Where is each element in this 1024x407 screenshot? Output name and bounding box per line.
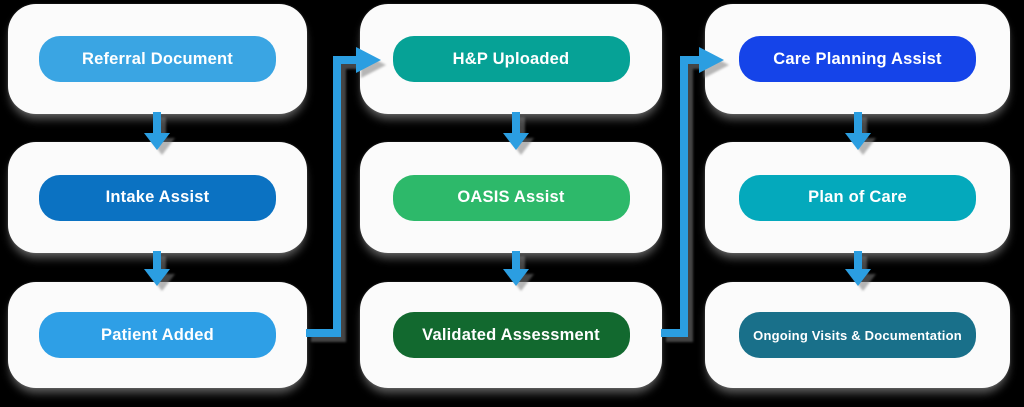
flow-node-care-planning-assist: Care Planning Assist bbox=[739, 36, 976, 82]
down-arrow-planofcare-to-ongoing bbox=[845, 251, 871, 286]
flow-node-oasis-assist: OASIS Assist bbox=[392, 174, 630, 221]
flow-node-validated-assessment: Validated Assessment bbox=[392, 312, 630, 358]
flow-card-validated-assessment: Validated Assessment bbox=[360, 282, 662, 388]
flow-card-intake-assist: Intake Assist bbox=[8, 142, 307, 253]
flow-card-hp-uploaded: H&P Uploaded bbox=[360, 4, 662, 114]
flow-node-ongoing-visits: Ongoing Visits & Documentation bbox=[739, 312, 976, 358]
down-arrow-oasis-to-validated bbox=[503, 251, 529, 286]
flow-node-patient-added: Patient Added bbox=[39, 312, 276, 358]
flow-node-hp-uploaded: H&P Uploaded bbox=[392, 36, 630, 82]
flow-card-plan-of-care: Plan of Care bbox=[705, 142, 1010, 253]
flow-node-plan-of-care: Plan of Care bbox=[739, 174, 976, 221]
flow-card-referral-document: Referral Document bbox=[8, 4, 307, 114]
flow-card-oasis-assist: OASIS Assist bbox=[360, 142, 662, 253]
down-arrow-intake-to-patient bbox=[144, 251, 170, 286]
flow-node-intake-assist: Intake Assist bbox=[39, 174, 276, 221]
flow-node-referral-document: Referral Document bbox=[39, 36, 276, 82]
flow-card-patient-added: Patient Added bbox=[8, 282, 307, 388]
flow-card-care-planning-assist: Care Planning Assist bbox=[705, 4, 1010, 114]
flow-card-ongoing-visits: Ongoing Visits & Documentation bbox=[705, 282, 1010, 388]
